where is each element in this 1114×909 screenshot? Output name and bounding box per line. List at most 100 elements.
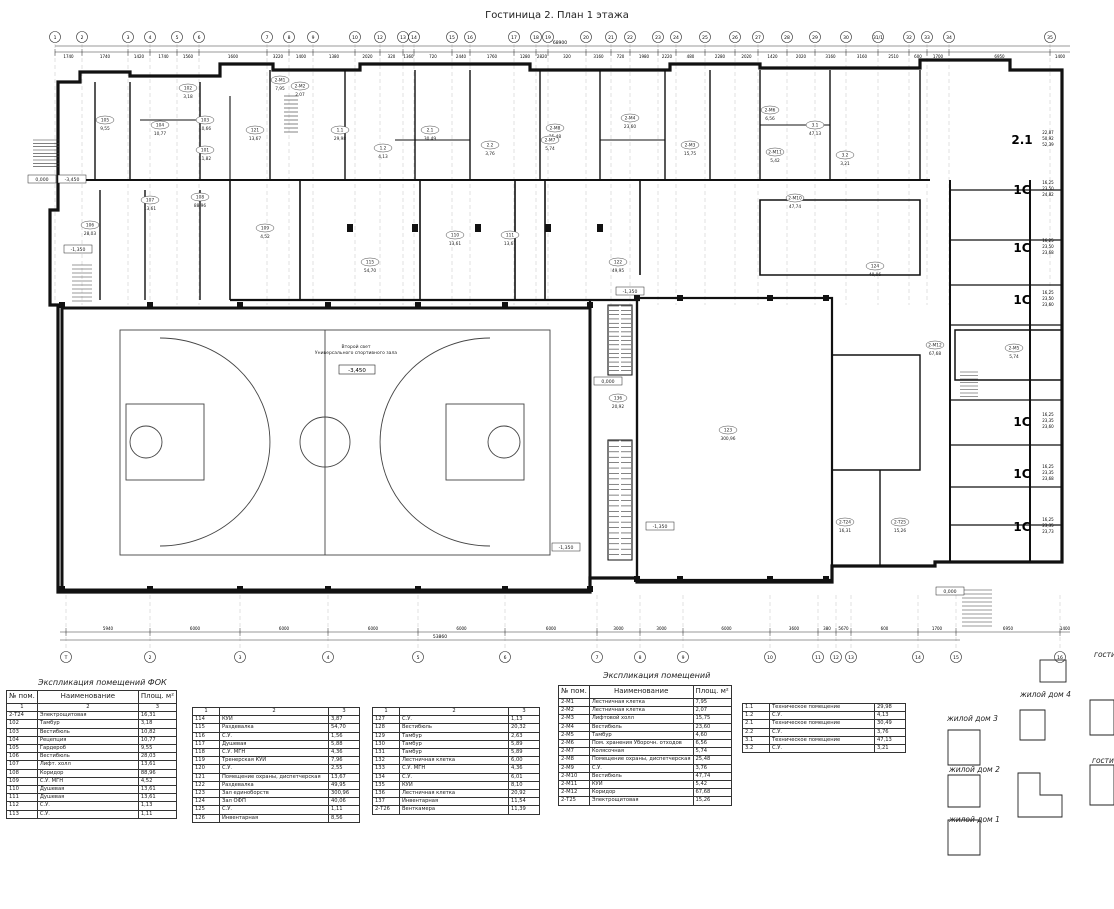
cell-number: 1.1: [742, 702, 770, 713]
axis-label: 9: [682, 655, 685, 661]
room-tag: [608, 257, 628, 267]
cell-area: 10,82: [137, 727, 178, 737]
cell-area: 40,06: [328, 797, 360, 807]
cell-area: 6,56: [692, 739, 732, 749]
room-number: 102: [184, 86, 192, 92]
level-mark: [27, 174, 57, 184]
room-area: 3,76: [485, 151, 495, 157]
cell-number: 132: [372, 756, 400, 766]
cell-name: КУИ: [588, 780, 694, 790]
cell-area: 16,31: [137, 711, 178, 721]
axis-bubble: [903, 31, 915, 43]
cell-number: 127: [372, 715, 400, 725]
cell-name: Лифтовой холл: [588, 714, 694, 724]
cell-number: 2-Т24: [6, 711, 38, 721]
key-label-house-3: жилой дом 3: [947, 714, 998, 723]
cell-area: 54,70: [328, 723, 360, 733]
cell-area: 3,18: [137, 719, 178, 729]
cell-area: 47,74: [692, 771, 732, 782]
cell-number: 129: [372, 731, 400, 741]
dimension-label: 6000: [190, 626, 201, 631]
room-area: 5,74: [545, 146, 555, 152]
cell-area: 1,11: [137, 809, 178, 819]
cell-number: 2-М3: [558, 714, 590, 724]
apartment-area: 23,68: [1042, 476, 1054, 481]
cell-number: 110: [6, 785, 38, 795]
cell-number: 124: [192, 797, 220, 807]
header-cell: Наименование: [36, 690, 139, 704]
dimension-label: 1980: [639, 54, 650, 59]
cell-number: 2.2: [742, 727, 770, 737]
cell-area: 30,49: [874, 719, 906, 729]
axis-bubble: [591, 651, 603, 663]
cell-area: 3,21: [874, 744, 906, 754]
axis-label: 15: [449, 35, 455, 41]
axis-label: 4: [327, 655, 330, 661]
cell-area: 13,61: [137, 785, 178, 795]
room-area: 67,68: [929, 351, 942, 357]
axis-bubble: [408, 31, 420, 43]
room-number: 122: [614, 260, 622, 266]
room-tag: [178, 83, 198, 93]
cell-name: Рецепция: [36, 735, 139, 746]
room-tag: [835, 150, 855, 160]
axis-label: 23: [655, 35, 661, 41]
cell-number: 123: [192, 789, 220, 799]
axis-label: 5: [417, 655, 420, 661]
cell-number: 121: [192, 772, 220, 782]
cell-name: С.У.: [399, 772, 509, 782]
room-area: 3,21: [840, 161, 850, 167]
cell-area: 67,68: [692, 788, 732, 798]
header-cell: № пом.: [6, 690, 38, 704]
axis-label: 20: [583, 35, 589, 41]
cell-name: С.У.: [769, 711, 875, 721]
room-tag: [785, 193, 805, 203]
apartment-type: 1С: [1013, 183, 1030, 197]
room-number: 115: [366, 260, 374, 266]
room-area: 5,42: [770, 158, 780, 164]
room-area: 10,66: [199, 126, 212, 132]
cell-name: Лифт. холл: [36, 760, 139, 770]
apartment-area: 52,39: [1042, 142, 1054, 147]
cell-name: С.У. МГН: [36, 776, 139, 787]
room-tag: [373, 143, 393, 153]
cell-area: 11,54: [508, 797, 540, 807]
room-number: 101: [201, 148, 209, 154]
axis-bubble: [446, 31, 458, 43]
apartment-type: 1С: [1013, 520, 1030, 534]
axis-bubble: [542, 31, 554, 43]
cell-name: Коридор: [36, 768, 139, 778]
cell-name: Электрощитовая: [36, 711, 139, 721]
level-value: 0,000: [943, 589, 956, 595]
cell-number: 112: [6, 801, 38, 811]
cell-area: 13,61: [137, 793, 178, 803]
room-tag: [420, 125, 440, 135]
room-area: 47,74: [789, 204, 802, 210]
dimension-label: 6000: [456, 626, 467, 631]
dimension-label: 5940: [103, 626, 114, 631]
room-area: 49,95: [612, 268, 625, 274]
cell-name: Помещение охраны, диспетчерская: [588, 755, 694, 765]
cell-name: КУИ: [219, 715, 329, 725]
key-label-house-2: жилой дом 2: [949, 765, 1000, 774]
axis-bubble: [845, 651, 857, 663]
level-value: -1,350: [71, 247, 86, 253]
room-number: 1.1: [337, 128, 344, 134]
